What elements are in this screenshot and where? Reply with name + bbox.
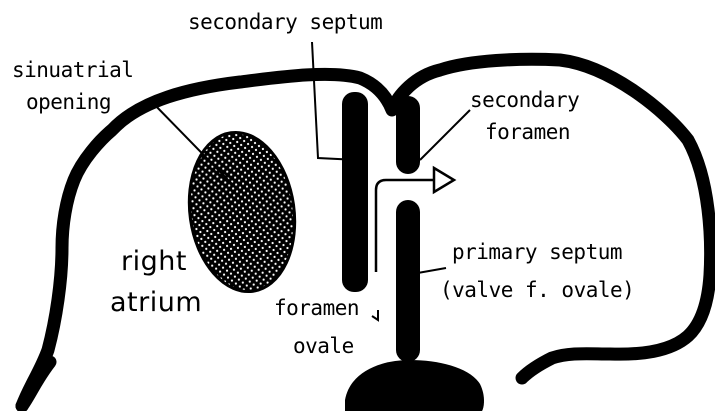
- label-sinuatrial-line2: opening: [26, 92, 111, 113]
- primary-septum-lower: [396, 200, 420, 362]
- blood-flow-arrow-head: [434, 168, 454, 192]
- label-right-atrium-line1: right: [121, 248, 187, 275]
- sinuatrial-opening-shape: [179, 126, 304, 299]
- label-primary-septum-line2: (valve f. ovale): [440, 280, 634, 301]
- secondary-septum-bar: [342, 92, 368, 292]
- label-foramen-ovale-line2: ovale: [293, 336, 354, 357]
- label-secondary-septum: secondary septum: [188, 12, 382, 33]
- endocardial-cushion: [345, 360, 484, 411]
- leader-secondary-foramen: [420, 110, 470, 160]
- label-secondary-foramen-line2: foramen: [485, 122, 570, 143]
- label-primary-septum-line1: primary septum: [452, 242, 622, 263]
- label-foramen-ovale-line1: foramen: [274, 298, 359, 319]
- primary-septum-upper: [396, 96, 420, 174]
- label-secondary-foramen-line1: secondary: [470, 90, 579, 111]
- label-sinuatrial-line1: sinuatrial: [12, 60, 133, 81]
- label-right-atrium-line2: atrium: [110, 289, 202, 316]
- leader-foramen-ovale: [372, 310, 378, 320]
